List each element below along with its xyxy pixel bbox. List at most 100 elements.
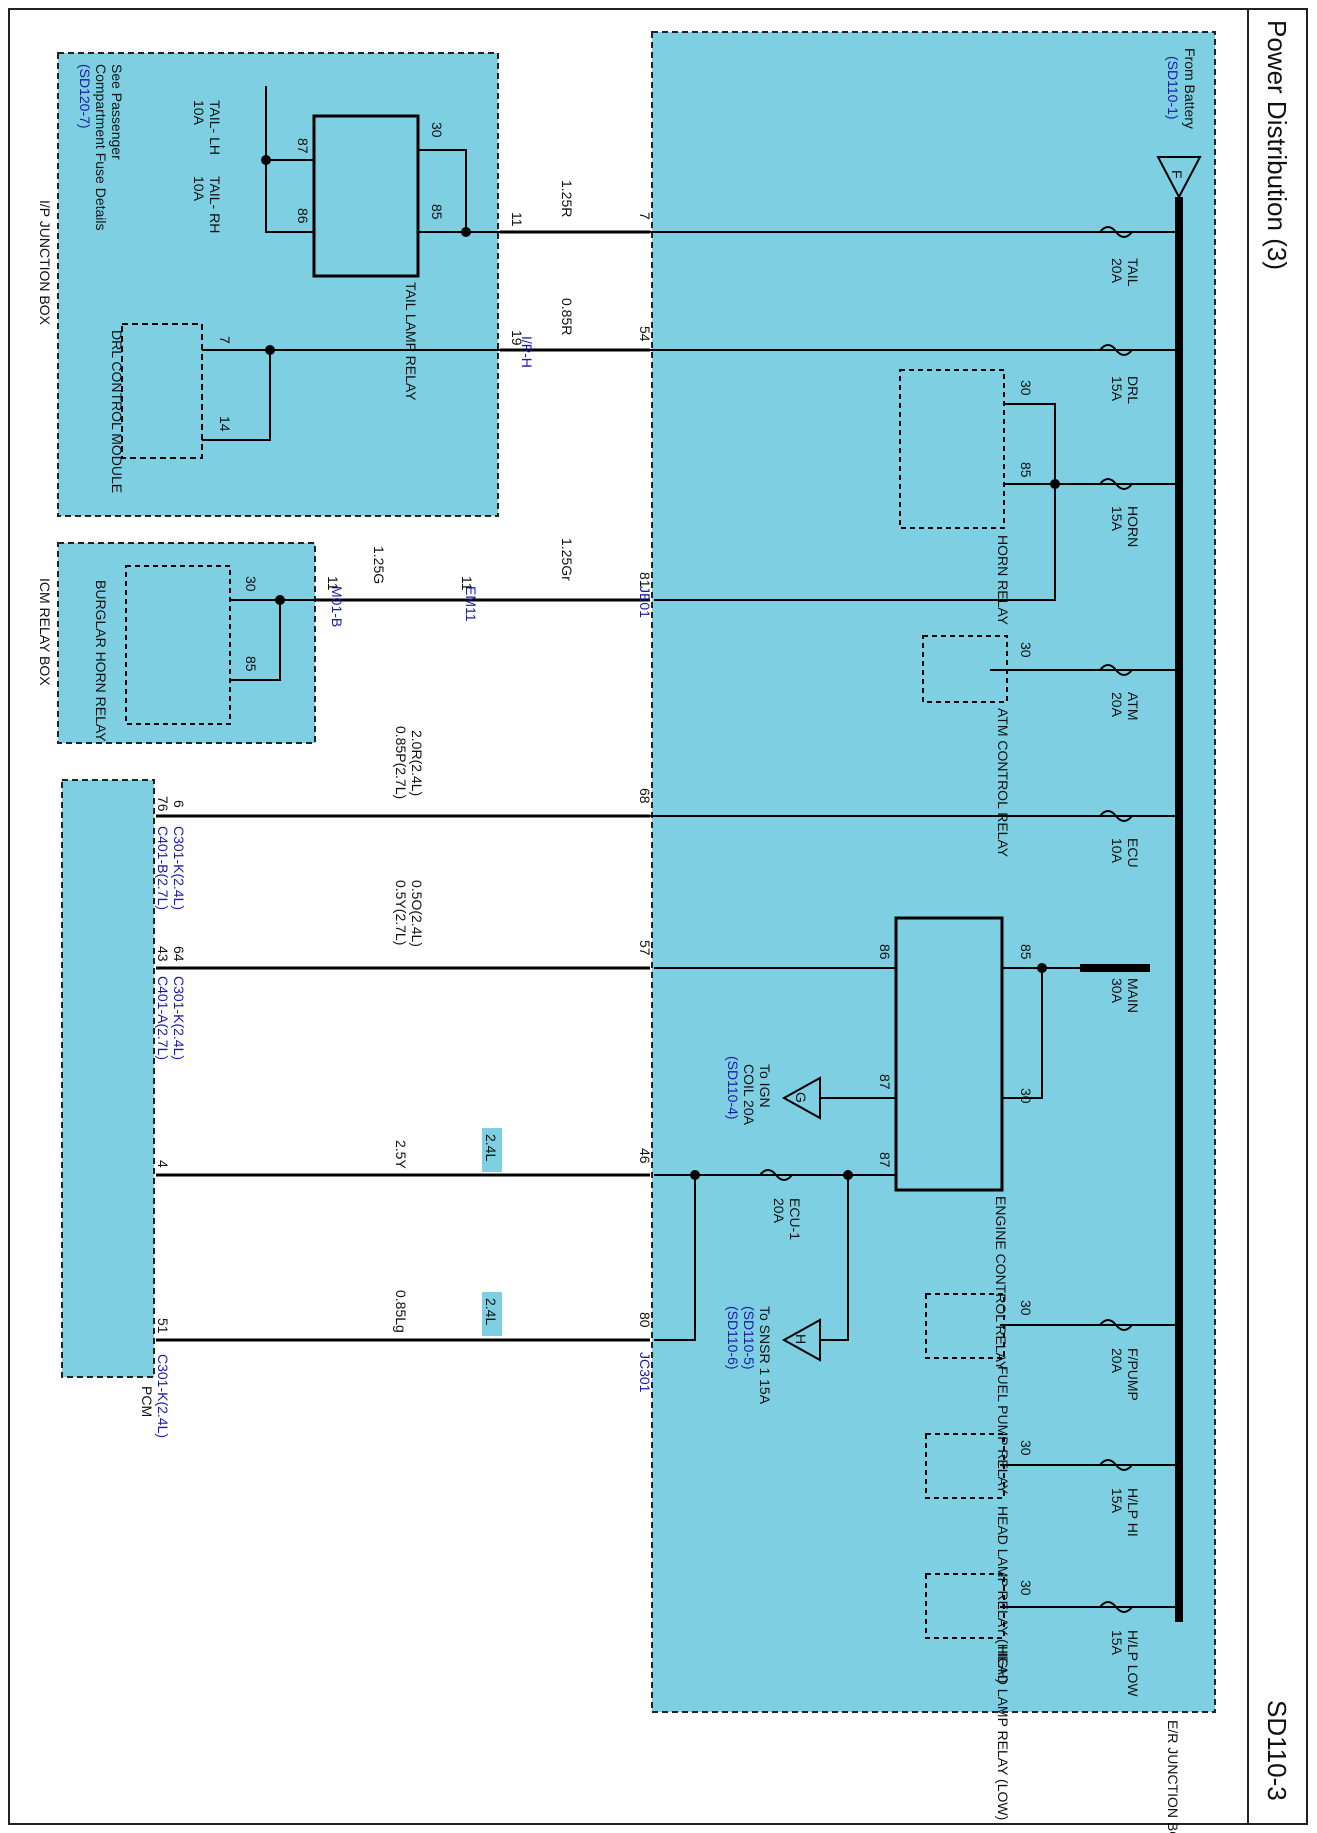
engine-relay-pin86: 86 <box>877 944 893 960</box>
head-low-relay <box>925 1573 1005 1639</box>
drl-wire <box>202 349 500 441</box>
connector-je01: JE01 <box>637 586 653 618</box>
er-box-label: E/R JUNCTION BOX <box>1165 1720 1181 1833</box>
badge-2 <box>482 1292 502 1336</box>
drl-fuse-icon <box>1099 344 1133 356</box>
burglar-relay-wire <box>230 599 315 681</box>
hlp-hi-fuse-amp: 15A <box>1109 1488 1125 1514</box>
drl-fuse-amp: 15A <box>1109 376 1125 402</box>
atm-relay <box>922 635 1008 703</box>
atm-fuse-name: ATM <box>1125 692 1141 721</box>
fpump-fuse-amp: 20A <box>1109 1348 1125 1374</box>
tail-87-dot <box>261 155 271 165</box>
er-pin-81: 81 <box>637 572 653 588</box>
ecu1-fuse-name: ECU-1 <box>787 1198 803 1240</box>
tail-rh-amp: 10A <box>191 176 207 202</box>
pcm-box <box>61 779 155 1378</box>
tail-lamp-relay <box>312 114 420 278</box>
engine-relay-label: ENGINE CONTROL RELAY <box>993 1196 1009 1371</box>
page-title: Power Distribution (3) <box>1262 20 1292 270</box>
tail-lh-name: TAIL- LH <box>207 100 223 155</box>
burglar-relay-pin30: 30 <box>243 576 259 592</box>
fpump-relay-pin30: 30 <box>1018 1300 1034 1316</box>
engine-relay-pin85: 85 <box>1018 944 1034 960</box>
snsr-symbol: H <box>793 1334 809 1344</box>
horn-relay-pin85: 85 <box>1018 462 1034 478</box>
snsr-ref1: (SD110-5) <box>741 1306 757 1370</box>
drl-control-module <box>121 323 203 459</box>
page-border <box>8 8 1308 1825</box>
er-pin-46: 46 <box>637 1148 653 1164</box>
hlp-low-fuse-name: H/LP LOW <box>1125 1630 1141 1697</box>
er-junction-box <box>651 31 1216 1713</box>
head-low-relay-pin30: 30 <box>1018 1580 1034 1596</box>
pcm-pin-6: 6 <box>171 800 187 808</box>
horn-fuse-amp: 15A <box>1109 506 1125 532</box>
tail-relay-pin87: 87 <box>295 138 311 154</box>
pcm-conn-c301k-b: C301-K(2.4L) <box>171 976 187 1060</box>
connector-em11: EM11 <box>463 586 479 622</box>
tail-relay-wire <box>418 149 500 233</box>
drl-module-label: DRL CONTROL MODULE <box>109 330 125 493</box>
main-fuse-name: MAIN <box>1125 978 1141 1013</box>
er-pin-57: 57 <box>637 940 653 956</box>
engine-relay-pin30: 30 <box>1018 1088 1034 1104</box>
tail-fuse-icon <box>1099 226 1133 238</box>
tail-rh-name: TAIL- RH <box>207 176 223 233</box>
atm-fuse-icon <box>1099 664 1133 676</box>
battery-ref-icon <box>1156 156 1202 200</box>
engine-relay-pin87b: 87 <box>877 1152 893 1168</box>
pcm-label: PCM <box>139 1386 155 1417</box>
hlp-hi-fuse-icon <box>1099 1459 1133 1471</box>
ecu1-junction-dot <box>843 1170 853 1180</box>
pcm-conn-c401b: C401-B(2.7L) <box>155 826 171 910</box>
jc301-splice <box>654 1175 696 1341</box>
hlp-low-fuse-icon <box>1099 1601 1133 1613</box>
badge-2-text: 2.4L <box>483 1298 499 1325</box>
atm-relay-pin30: 30 <box>1018 642 1034 658</box>
hlp-low-fuse-amp: 15A <box>1109 1630 1125 1656</box>
burglar-relay-label: BURGLAR HORN RELAY <box>93 580 109 742</box>
horn-relay-pin30: 30 <box>1018 380 1034 396</box>
hlp-hi-fuse-name: H/LP HI <box>1125 1488 1141 1537</box>
drl-fuse-name: DRL <box>1125 376 1141 404</box>
tail-relay-pin86: 86 <box>295 208 311 224</box>
wire-5b-label: 0.85P(2.7L) <box>393 726 409 799</box>
head-low-relay-label: HEAD LAMP RELAY (LOW) <box>995 1646 1011 1820</box>
wire-6a-label: 0.5O(2.4L) <box>409 880 425 947</box>
tail-fuse-amp: 20A <box>1109 258 1125 284</box>
tail-junction-dot <box>461 227 471 237</box>
horn-junction-dot <box>1050 479 1060 489</box>
er-pin-80: 80 <box>637 1312 653 1328</box>
ign-line2: COIL 20A <box>741 1064 757 1126</box>
snsr-ref2: (SD110-6) <box>725 1306 741 1370</box>
splice-dot <box>690 1170 700 1180</box>
battery-label: From Battery <box>1182 48 1198 129</box>
icm-box-label: ICM RELAY BOX <box>37 578 53 686</box>
atm-fuse-amp: 20A <box>1109 692 1125 718</box>
pcm-conn-c401a: C401-A(2.7L) <box>155 976 171 1060</box>
ecu-fuse-icon <box>1099 810 1133 822</box>
ip-note-line1: See Passenger <box>109 64 125 160</box>
connector-m01b: M01-B <box>329 586 345 627</box>
em-pin-11: 11 <box>459 576 475 591</box>
drl-pin-14: 14 <box>217 416 233 432</box>
atm-relay-label: ATM CONTROL RELAY <box>995 708 1011 858</box>
horn-relay <box>899 369 1005 529</box>
er-pin-54: 54 <box>637 326 653 342</box>
ip-junction-box <box>57 52 499 517</box>
tail-relay-label: TAIL LAMP RELAY <box>403 282 419 401</box>
ecu-fuse-name: ECU <box>1125 838 1141 868</box>
battery-symbol: F <box>1169 170 1185 179</box>
harness-wires <box>156 230 650 1342</box>
wire-8-label: 0.85Lg <box>393 1290 409 1333</box>
pcm-pin-76: 76 <box>155 796 171 812</box>
engine-relay-pin87a: 87 <box>877 1074 893 1090</box>
ip-pin-19: 19 <box>509 330 525 346</box>
battery-ref: (SD110-1) <box>1165 56 1181 120</box>
drl-pin-7: 7 <box>217 336 233 344</box>
ecu-fuse-amp: 10A <box>1109 838 1125 864</box>
ign-line1: To IGN <box>757 1064 773 1108</box>
main-fuse-amp: 30A <box>1109 978 1125 1004</box>
